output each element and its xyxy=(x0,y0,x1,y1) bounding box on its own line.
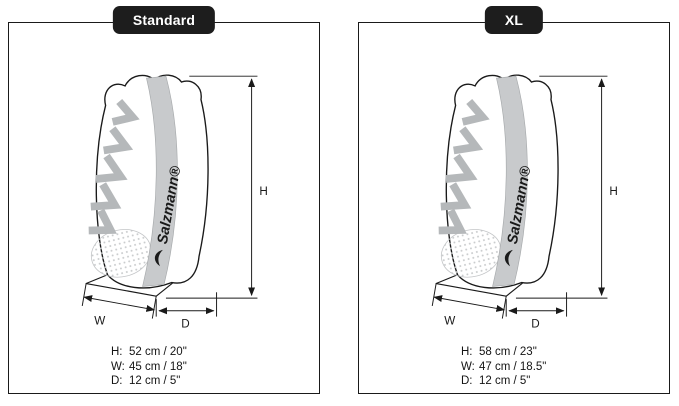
size-badge-xl: XL xyxy=(484,6,544,34)
size-badge-standard: Standard xyxy=(112,6,216,34)
dimension-key: D: xyxy=(461,375,473,387)
dimension-key: W: xyxy=(111,360,125,373)
dimension-value: 12 cm / 5" xyxy=(479,375,531,387)
dimensions-list: H: 58 cm / 23" W: 47 cm / 18.5" D: 12 cm… xyxy=(461,345,567,389)
dimension-key: W: xyxy=(461,360,475,373)
backpack-cover-illustration xyxy=(9,47,319,339)
backpack-cover-illustration xyxy=(359,47,669,339)
dimension-row-width: W: 45 cm / 18" xyxy=(111,360,217,375)
dimension-value: 47 cm / 18.5" xyxy=(479,360,547,373)
dimension-value: 45 cm / 18" xyxy=(129,360,187,373)
panel-standard: Standard H: 52 cm / 20" W: 45 cm / 18" D… xyxy=(8,6,320,394)
dimension-row-height: H: 58 cm / 23" xyxy=(461,345,567,360)
panel-xl: XL H: 58 cm / 23" W: 47 cm / 18.5" D: 12… xyxy=(358,6,670,394)
dimension-row-depth: D: 12 cm / 5" xyxy=(111,374,217,389)
dimension-value: 52 cm / 20" xyxy=(129,346,187,358)
dimension-key: H: xyxy=(111,346,123,358)
dimension-key: H: xyxy=(461,346,473,358)
dimension-row-depth: D: 12 cm / 5" xyxy=(461,374,567,389)
dimension-row-width: W: 47 cm / 18.5" xyxy=(461,360,567,375)
dimension-value: 12 cm / 5" xyxy=(129,375,181,387)
dimensions-list: H: 52 cm / 20" W: 45 cm / 18" D: 12 cm /… xyxy=(111,345,217,389)
dimension-value: 58 cm / 23" xyxy=(479,346,537,358)
dimension-row-height: H: 52 cm / 20" xyxy=(111,345,217,360)
dimension-key: D: xyxy=(111,375,123,387)
